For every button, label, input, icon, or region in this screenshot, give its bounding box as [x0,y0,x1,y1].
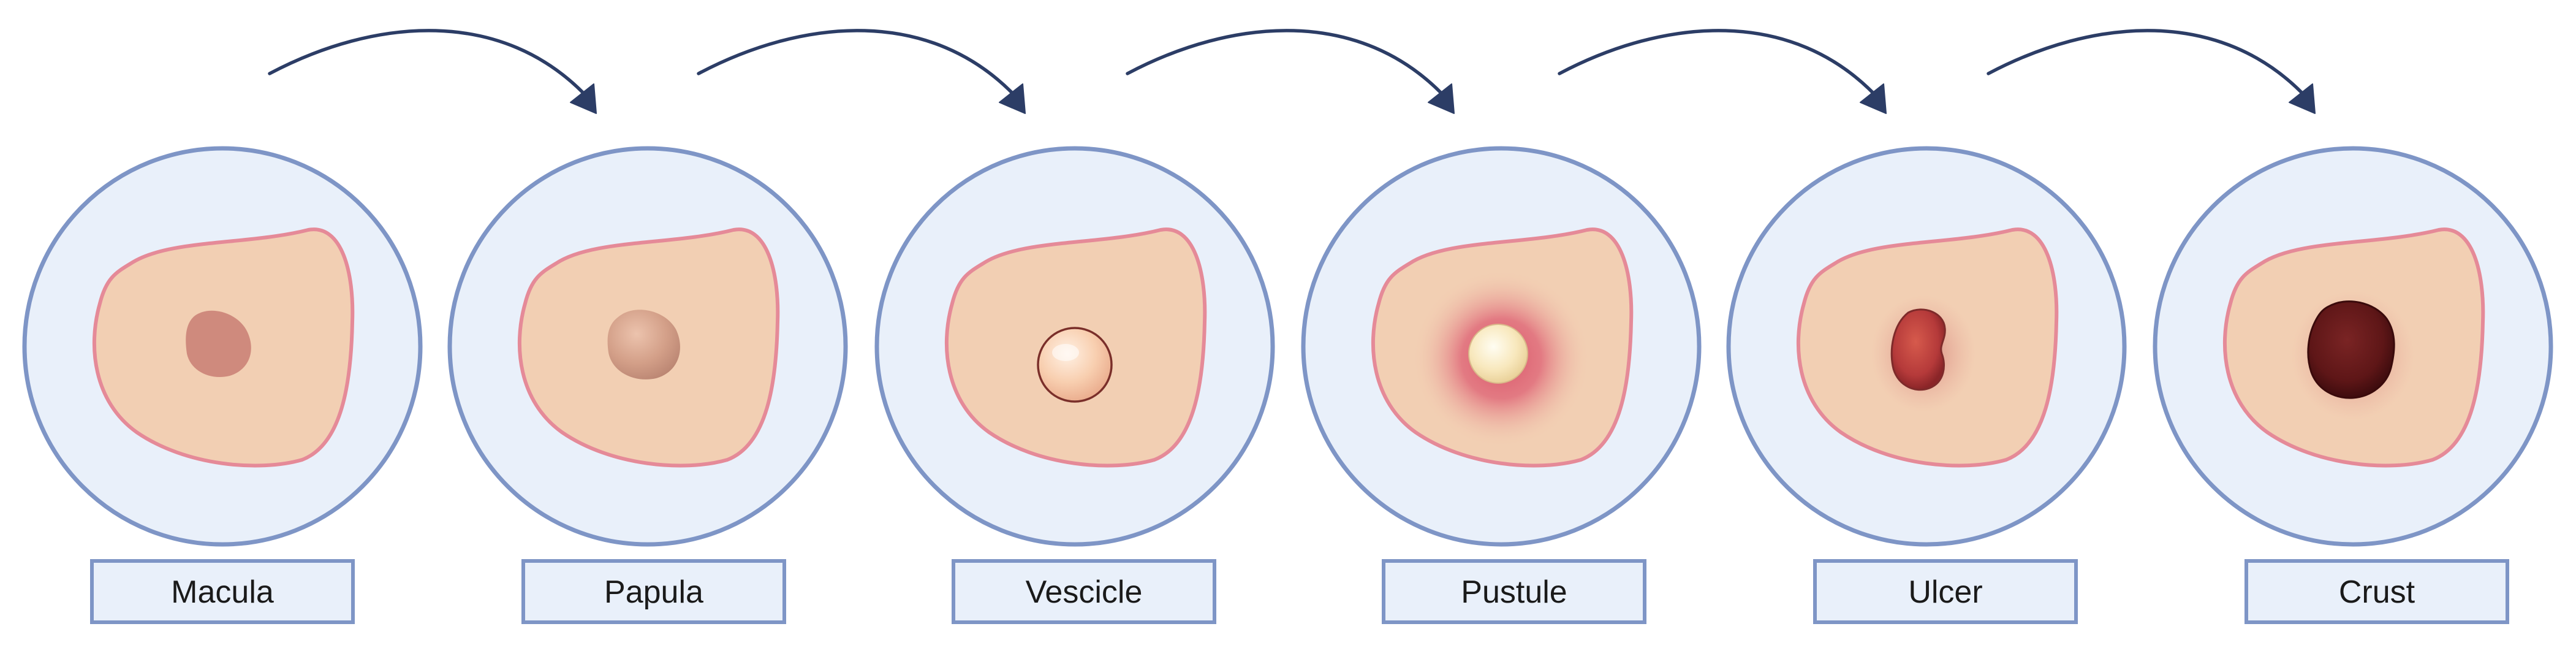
label-crust: Crust [2245,559,2509,624]
crust-lesion [2307,300,2395,399]
papule-lesion [607,310,680,379]
stage-crust [2153,146,2553,547]
label-ulcer: Ulcer [1813,559,2078,624]
label-box [2245,559,2509,624]
macule-lesion [186,310,251,378]
label-papula: Papula [521,559,786,624]
stage-label-text: Crust [2339,574,2415,610]
stage-vescicle [874,146,1275,547]
stage-label-text: Ulcer [1908,574,1982,610]
arrow-head-icon [570,83,597,114]
arrows-group [268,29,2316,114]
pustule-lesion [1468,324,1528,384]
arrow-head-icon [1428,83,1455,114]
stage-label-text: Pustule [1461,574,1567,610]
label-vescicle: Vescicle [952,559,1216,624]
curved-arrow-icon [1558,29,1880,100]
label-box [90,559,355,624]
stage-label-text: Papula [604,574,703,610]
arrow-head-icon [1860,83,1887,114]
stage-label-text: Macula [171,574,274,610]
arrow-head-icon [2289,83,2316,114]
stage-macula [22,146,423,547]
label-box [952,559,1216,624]
stage-ulcer [1726,146,2127,547]
vesicle-lesion [1037,327,1113,403]
curved-arrow-icon [697,29,1019,100]
curved-arrow-icon [1987,29,2309,100]
stage-papula [447,146,848,547]
curved-arrow-icon [268,29,590,100]
arrow-head-icon [999,83,1026,114]
stage-pustule [1301,146,1702,547]
label-box [1813,559,2078,624]
stage-label-text: Vescicle [1026,574,1143,610]
label-macula: Macula [90,559,355,624]
label-box [521,559,786,624]
label-pustule: Pustule [1382,559,1646,624]
vesicle-highlight [1052,344,1079,361]
ulcer-lesion [1890,308,1946,391]
curved-arrow-icon [1126,29,1448,100]
label-box [1382,559,1646,624]
